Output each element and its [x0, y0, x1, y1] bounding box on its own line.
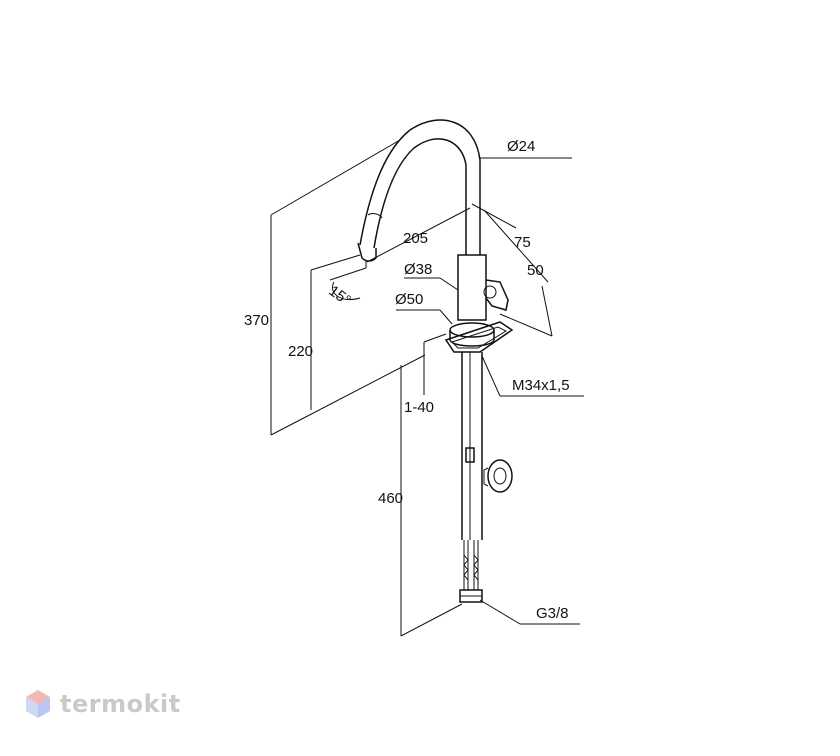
faucet-outline [357, 119, 514, 603]
dim-220: 220 [288, 343, 313, 360]
dim-diameter-24: Ø24 [507, 138, 535, 155]
dim-angle-15: 15° [325, 282, 353, 309]
dimension-lines [270, 139, 584, 637]
cube-logo-icon [26, 690, 50, 718]
dim-diameter-50: Ø50 [395, 291, 423, 308]
watermark: termokit [24, 688, 181, 720]
watermark-text: termokit [60, 690, 181, 718]
dim-connection-g38: G3/8 [536, 605, 569, 622]
dim-thread-m34: M34x1,5 [512, 377, 570, 394]
dim-205: 205 [403, 230, 428, 247]
dim-diameter-38: Ø38 [404, 261, 432, 278]
dim-50-vertical: 50 [527, 262, 544, 279]
dim-75: 75 [514, 234, 531, 251]
dim-460: 460 [378, 490, 403, 507]
dim-1-40: 1-40 [404, 399, 434, 416]
dim-370: 370 [244, 312, 269, 329]
